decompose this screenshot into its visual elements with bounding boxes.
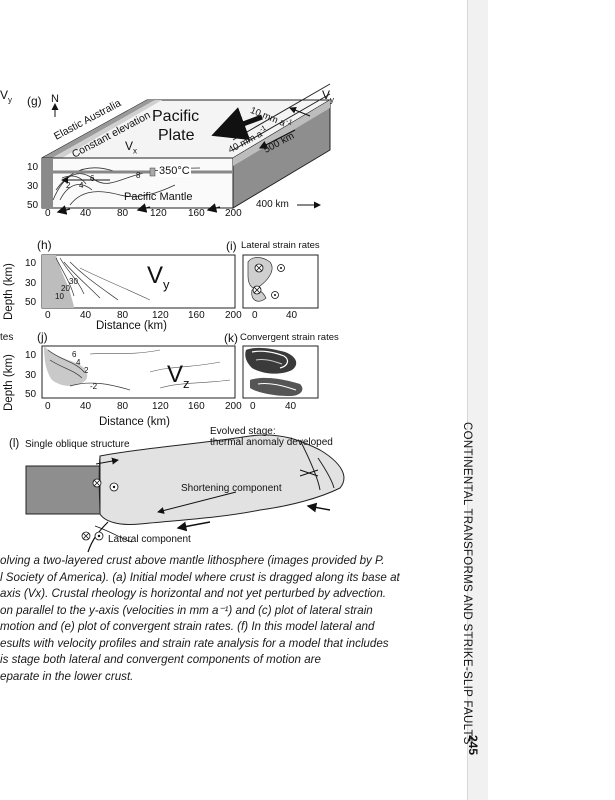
dist-400-label: 400 km — [256, 199, 289, 210]
h-contour-label: 30 — [69, 277, 78, 286]
j-contour-label: 2 — [84, 366, 88, 375]
panel-g-vy-right: Vy — [322, 88, 334, 104]
pacific-plate-label-2: Plate — [158, 127, 194, 145]
g-contour-label: 8 — [136, 171, 140, 180]
panel-i-title: Lateral strain rates — [241, 240, 320, 251]
g-depth-tick: 50 — [27, 200, 38, 211]
j-x-tick: 200 — [225, 401, 242, 412]
g-x-tick: 40 — [80, 208, 91, 219]
vx-label: Vx — [125, 139, 137, 155]
panel-h-xlabel: Distance (km) — [96, 320, 167, 332]
evolved-stage-line2: thermal anomaly developed — [210, 437, 333, 448]
j-depth-tick: 50 — [25, 389, 36, 400]
i-x-tick: 0 — [252, 310, 258, 321]
h-x-tick: 200 — [225, 310, 242, 321]
h-x-tick: 160 — [188, 310, 205, 321]
g-contour-label: 2 — [66, 181, 70, 190]
panel-j-symbol: Vz — [167, 361, 190, 391]
panel-k-title: Convergent strain rates — [240, 332, 339, 343]
g-x-tick: 120 — [150, 208, 167, 219]
panel-i-letter: (i) — [226, 239, 237, 253]
g-x-tick: 160 — [188, 208, 205, 219]
j-x-tick: 0 — [45, 401, 51, 412]
caption-line: axis (Vx). Crustal rheology is horizonta… — [0, 586, 445, 603]
h-contour-label: 10 — [55, 292, 64, 301]
figure-caption: olving a two-layered crust above mantle … — [0, 553, 445, 685]
caption-line: motion and (e) plot of convergent strain… — [0, 619, 445, 636]
h-depth-tick: 30 — [25, 278, 36, 289]
g-depth-tick: 30 — [27, 181, 38, 192]
g-x-tick: 80 — [117, 208, 128, 219]
j-x-tick: 40 — [80, 401, 91, 412]
j-depth-tick: 30 — [25, 370, 36, 381]
g-depth-tick: 10 — [27, 162, 38, 173]
caption-line: olving a two-layered crust above mantle … — [0, 553, 445, 570]
panel-l-title: Single oblique structure — [25, 439, 130, 450]
shortening-component-label: Shortening component — [181, 483, 282, 494]
j-x-tick: 120 — [152, 401, 169, 412]
h-x-tick: 0 — [45, 310, 51, 321]
panel-h-letter: (h) — [37, 238, 52, 252]
panel-j-plot — [42, 346, 235, 398]
panel-i-plot — [243, 255, 318, 308]
j-x-tick: 80 — [117, 401, 128, 412]
panel-j-xlabel: Distance (km) — [99, 416, 170, 428]
pacific-plate-label-1: Pacific — [152, 108, 199, 126]
i-x-tick: 40 — [286, 310, 297, 321]
panel-j-cut-text: tes — [0, 332, 13, 343]
mantle-label: Pacific Mantle — [124, 191, 192, 203]
k-x-tick: 40 — [285, 401, 296, 412]
caption-line: esults with velocity profiles and strain… — [0, 636, 445, 653]
g-contour-label: 6 — [90, 174, 94, 183]
panel-j-ylabel: Depth (km) — [3, 354, 15, 411]
panel-l-letter: (l) — [9, 438, 19, 450]
running-head: CONTINENTAL TRANSFORMS AND STRIKE-SLIP F… — [461, 422, 473, 722]
caption-line: eparate in the lower crust. — [0, 669, 445, 686]
isotherm-label: 350°C — [158, 165, 191, 177]
h-depth-tick: 10 — [25, 258, 36, 269]
lateral-component-label: Lateral component — [108, 534, 191, 545]
j-depth-tick: 10 — [25, 350, 36, 361]
h-x-tick: 40 — [80, 310, 91, 321]
h-depth-tick: 50 — [25, 297, 36, 308]
north-label: N — [51, 93, 59, 105]
j-contour-label: 4 — [76, 358, 80, 367]
panel-k-letter: (k) — [224, 331, 238, 345]
page-number: 245 — [466, 735, 480, 755]
g-x-tick: 200 — [225, 208, 242, 219]
j-x-tick: 160 — [188, 401, 205, 412]
caption-line: is stage both lateral and convergent com… — [0, 652, 445, 669]
j-contour-label: -2 — [90, 382, 97, 391]
panel-g-letter: (g) — [27, 94, 42, 108]
panel-h-ylabel: Depth (km) — [3, 263, 15, 320]
k-x-tick: 0 — [250, 401, 256, 412]
caption-line: on parallel to the y-axis (velocities in… — [0, 603, 445, 620]
caption-line: l Society of America). (a) Initial model… — [0, 570, 445, 587]
panel-k-plot — [243, 346, 318, 398]
panel-g-vy-left: Vy — [0, 88, 12, 104]
g-contour-label: 4 — [79, 181, 83, 190]
evolved-stage-line1: Evolved stage: — [210, 426, 276, 437]
panel-j-letter: (j) — [37, 330, 48, 344]
g-x-tick: 0 — [45, 208, 51, 219]
panel-h-symbol: Vy — [147, 262, 170, 292]
